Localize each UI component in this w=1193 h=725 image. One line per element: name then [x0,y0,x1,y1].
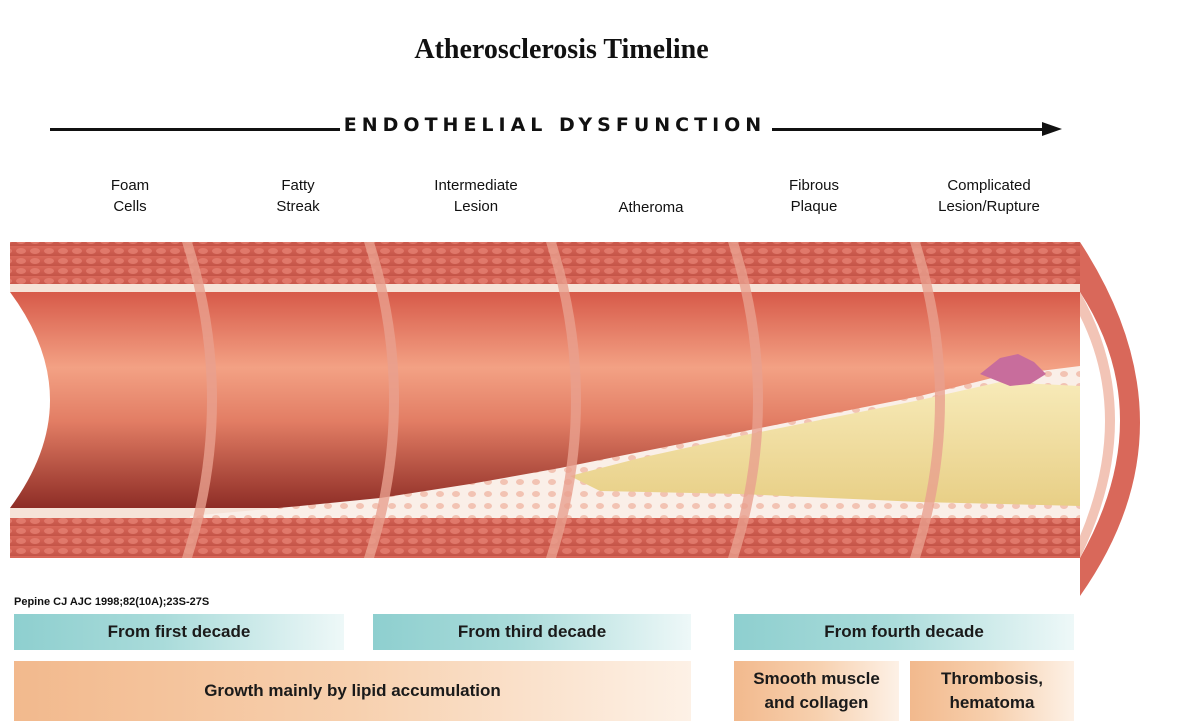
onset-band-fourth-decade: From fourth decade [734,614,1074,650]
mechanism-band-label: Thrombosis, hematoma [941,667,1043,715]
artery-top-intima [10,284,1080,292]
onset-band-first-decade: From first decade [14,614,344,650]
stage-label-intermediate-lesion: Intermediate Lesion [391,175,561,217]
stage-label-complicated-lesion: Complicated Lesion/Rupture [904,175,1074,217]
mechanism-band-label: Growth mainly by lipid accumulation [204,679,501,703]
mechanism-band-label: Smooth muscle and collagen [753,667,880,715]
diagram-title: Atherosclerosis Timeline [0,34,1123,66]
artery-cross-section-illustration [0,236,1193,606]
mechanism-band-thrombosis: Thrombosis, hematoma [910,661,1074,721]
stage-label-fibrous-plaque: Fibrous Plaque [729,175,899,217]
endothelial-dysfunction-arrow-shaft-right [772,128,1044,131]
onset-band-label: From third decade [458,622,606,642]
mechanism-band-smooth-muscle: Smooth muscle and collagen [734,661,899,721]
stage-label-fatty-streak: Fatty Streak [213,175,383,217]
stage-label-atheroma: Atheroma [566,197,736,218]
mechanism-band-lipid: Growth mainly by lipid accumulation [14,661,691,721]
endothelial-dysfunction-label: ENDOTHELIAL DYSFUNCTION [340,114,770,136]
onset-band-label: From fourth decade [824,622,984,642]
arrow-head-icon [1042,122,1062,136]
onset-band-third-decade: From third decade [373,614,691,650]
endothelial-dysfunction-arrow-shaft-left [50,128,340,131]
stage-label-foam-cells: Foam Cells [45,175,215,217]
onset-band-label: From first decade [108,622,251,642]
citation: Pepine CJ AJC 1998;82(10A);23S-27S [14,596,209,608]
